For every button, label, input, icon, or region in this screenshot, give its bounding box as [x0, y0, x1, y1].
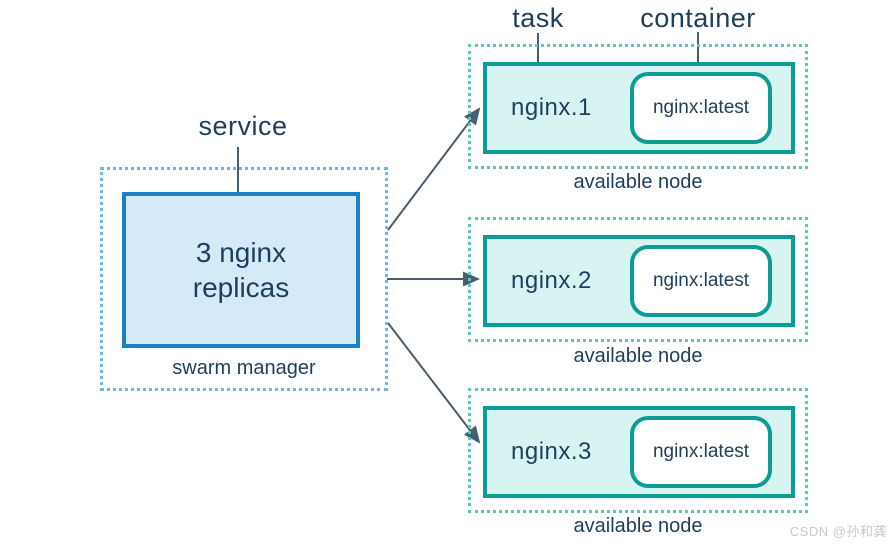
available-node-3: nginx.3 nginx:latest	[468, 388, 808, 513]
swarm-manager-caption: swarm manager	[172, 357, 316, 379]
container-label: container	[640, 3, 756, 33]
container-box-2: nginx:latest	[630, 245, 772, 317]
service-label: service	[198, 111, 288, 141]
available-node-2: nginx.2 nginx:latest	[468, 217, 808, 342]
task-box-2: nginx.2 nginx:latest	[483, 235, 795, 327]
arrow-manager-to-node-1	[387, 107, 481, 231]
swarm-manager-group: 3 nginx replicas swarm manager	[100, 167, 388, 391]
container-name-2: nginx:latest	[652, 270, 750, 291]
container-name-1: nginx:latest	[652, 97, 750, 118]
node-caption-3: available node	[573, 515, 703, 537]
container-box-1: nginx:latest	[630, 72, 772, 144]
task-label: task	[512, 3, 564, 33]
arrow-manager-to-node-3	[387, 322, 481, 444]
task-box-1: nginx.1 nginx:latest	[483, 62, 795, 154]
node-caption-1: available node	[573, 171, 703, 193]
available-node-1: nginx.1 nginx:latest	[468, 44, 808, 169]
task-box-3: nginx.3 nginx:latest	[483, 406, 795, 498]
csdn-watermark: CSDN @孙和龚	[789, 524, 887, 539]
container-box-3: nginx:latest	[630, 416, 772, 488]
service-box: 3 nginx replicas	[122, 192, 360, 348]
task-name-3: nginx.3	[511, 438, 592, 465]
replicas-label: 3 nginx replicas	[192, 237, 290, 303]
task-name-1: nginx.1	[511, 94, 592, 121]
container-name-3: nginx:latest	[652, 441, 750, 462]
task-name-2: nginx.2	[511, 267, 592, 294]
node-caption-2: available node	[573, 345, 703, 367]
